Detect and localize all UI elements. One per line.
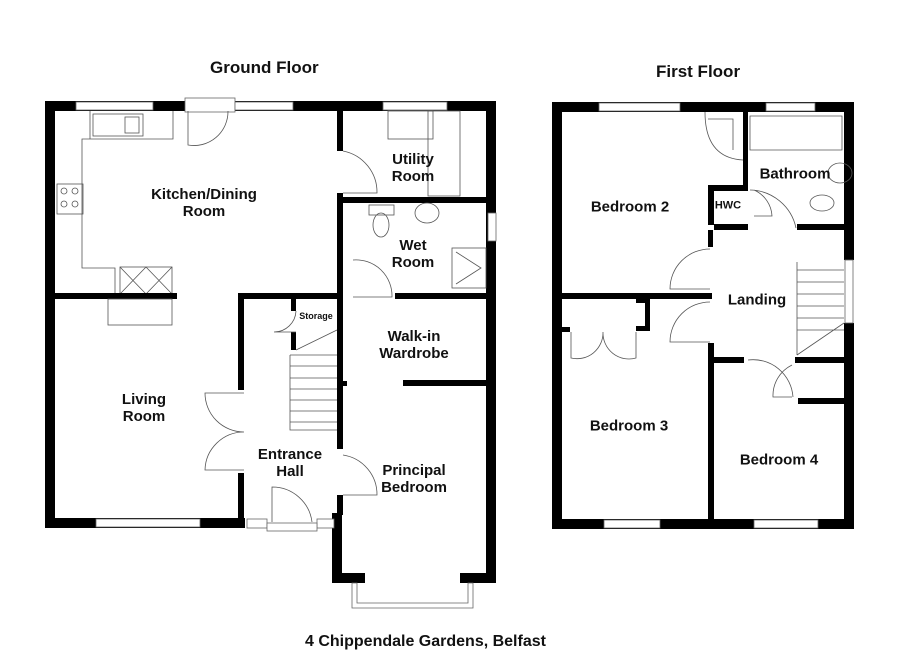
ground-floor-title: Ground Floor xyxy=(210,58,319,77)
room-label-kitchen-dining: Kitchen/Dining Room xyxy=(151,186,257,220)
room-label-principal-bedroom: Principal Bedroom xyxy=(381,462,447,496)
room-label-bedroom-3: Bedroom 3 xyxy=(589,417,669,435)
room-label-hwc: HWC xyxy=(714,199,742,212)
room-label-walk-in-wardrobe: Walk-in Wardrobe xyxy=(379,328,449,362)
room-label-landing: Landing xyxy=(727,291,787,309)
first-floor-plan xyxy=(552,102,854,529)
room-label-entrance-hall: Entrance Hall xyxy=(257,446,323,480)
first-floor-title: First Floor xyxy=(656,62,741,81)
property-address: 4 Chippendale Gardens, Belfast xyxy=(305,633,546,650)
ground-floor-plan xyxy=(45,97,497,609)
room-label-living-room: Living Room xyxy=(121,391,167,425)
room-label-bedroom-4: Bedroom 4 xyxy=(739,451,819,469)
room-label-storage: Storage xyxy=(299,311,333,321)
room-label-bedroom-2: Bedroom 2 xyxy=(590,198,670,216)
room-label-utility: Utility Room xyxy=(391,151,435,185)
room-label-wet-room: Wet Room xyxy=(391,237,435,271)
room-label-bathroom: Bathroom xyxy=(759,165,831,183)
